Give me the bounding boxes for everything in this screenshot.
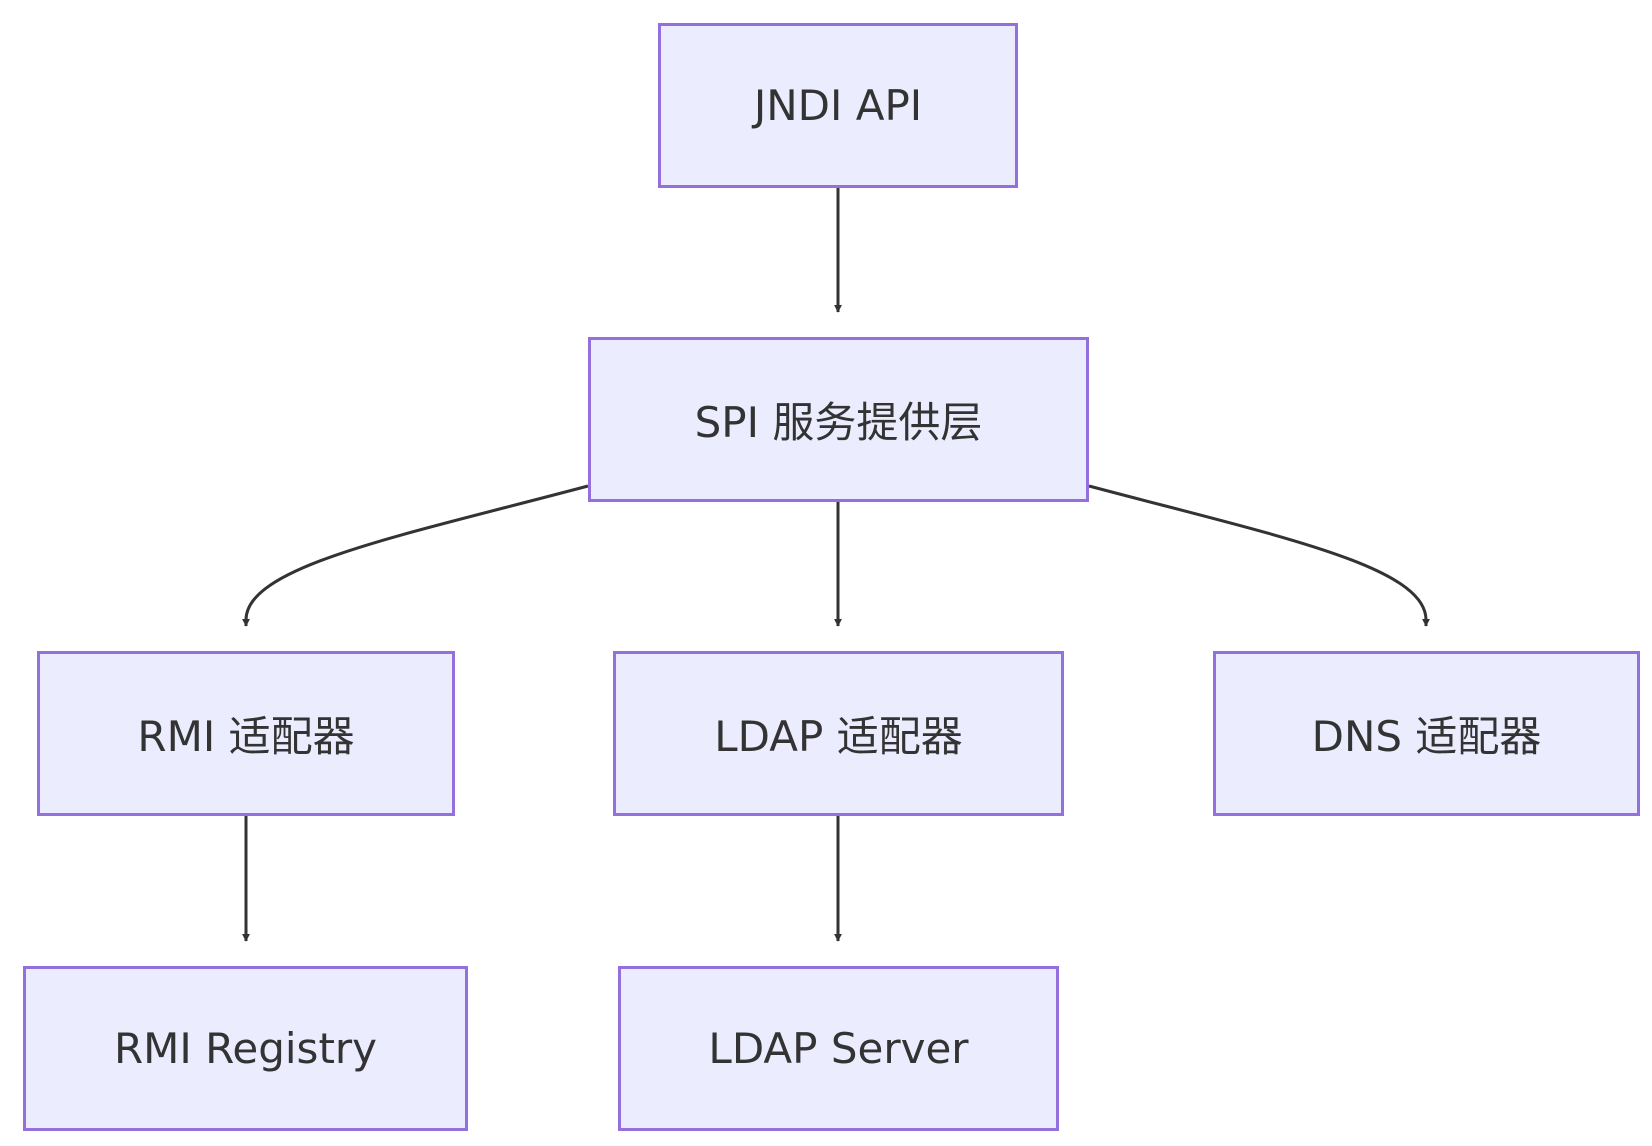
node-label: LDAP 适配器 bbox=[714, 712, 963, 761]
node-spi-service-provider-layer: SPI 服务提供层 bbox=[588, 337, 1089, 502]
edge-spi-to-rmi bbox=[242, 484, 589, 627]
node-rmi-registry: RMI Registry bbox=[23, 966, 468, 1131]
node-ldap-adapter: LDAP 适配器 bbox=[613, 651, 1064, 816]
node-ldap-server: LDAP Server bbox=[618, 966, 1059, 1131]
node-label: RMI Registry bbox=[113, 1024, 378, 1073]
node-label: DNS 适配器 bbox=[1311, 712, 1542, 761]
node-label: RMI 适配器 bbox=[137, 712, 355, 761]
node-label: JNDI API bbox=[753, 81, 923, 130]
node-label: LDAP Server bbox=[708, 1024, 969, 1073]
edge-spi-to-dns bbox=[1088, 484, 1430, 627]
node-dns-adapter: DNS 适配器 bbox=[1213, 651, 1640, 816]
node-rmi-adapter: RMI 适配器 bbox=[37, 651, 455, 816]
node-jndi-api: JNDI API bbox=[658, 23, 1018, 188]
node-label: SPI 服务提供层 bbox=[694, 398, 983, 447]
